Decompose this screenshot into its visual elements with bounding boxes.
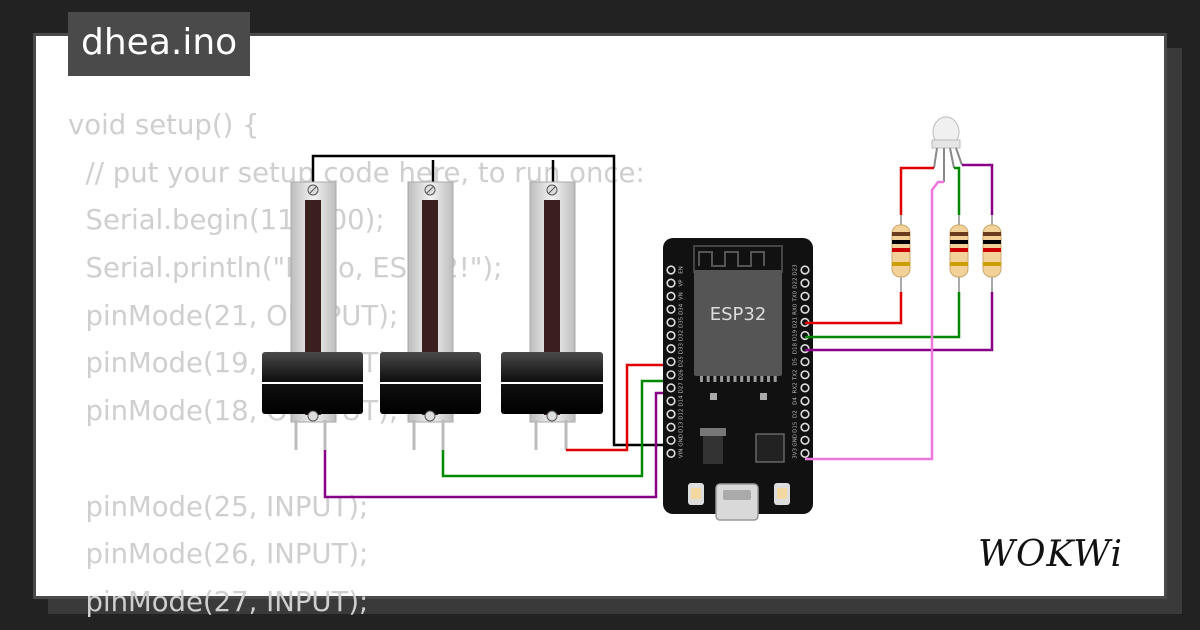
pin-left[interactable] [666, 265, 676, 275]
resistor-blue[interactable] [982, 215, 1002, 292]
pin-right[interactable] [800, 396, 810, 406]
pin-label-right: D4 [793, 397, 799, 405]
pin-label-right: D5 [793, 357, 799, 365]
esp32-board[interactable]: ESP32 ENVPVND34D35D32D33D25D26D27D14D12D… [663, 238, 813, 521]
resistor-red[interactable] [891, 215, 911, 292]
pin-label-left: D12 [679, 408, 685, 419]
pin-left[interactable] [666, 409, 676, 419]
pin-label-left: EN [679, 266, 685, 274]
pin-left[interactable] [666, 396, 676, 406]
slide-potentiometer-1[interactable] [262, 181, 363, 450]
chip-pin [733, 376, 737, 382]
chip-pin [760, 376, 764, 382]
code-line: pinMode(25, INPUT); [68, 490, 369, 523]
pin-right[interactable] [800, 291, 810, 301]
pin-right[interactable] [800, 422, 810, 432]
pin-left[interactable] [666, 370, 676, 380]
pin-label-left: VN [679, 292, 685, 300]
pin-left[interactable] [666, 291, 676, 301]
pin-right[interactable] [800, 265, 810, 275]
pin-label-right: 3V3 [793, 448, 799, 459]
chip-pin [706, 376, 710, 382]
chip-pin [767, 376, 770, 382]
pin-left[interactable] [666, 330, 676, 341]
pin-label-right: D15 [793, 421, 799, 433]
pin-label-right: D22 [793, 277, 799, 288]
chip-pin [726, 376, 730, 382]
pin-label-left: D14 [679, 395, 685, 407]
pin-right[interactable] [800, 370, 810, 380]
pin-label-left: D33 [679, 342, 685, 354]
pin-label-right: D21 [793, 317, 799, 328]
pin-left[interactable] [666, 344, 676, 354]
pin-label-right: RX0 [793, 303, 799, 315]
wire-d21 [805, 292, 903, 325]
wire-led-red [899, 166, 934, 215]
pin-label-right: D23 [793, 264, 799, 276]
wire-slider3-signal [566, 363, 671, 452]
pin-label-left: VP [679, 279, 685, 287]
pin-label-right: GND [793, 434, 799, 447]
pin-right[interactable] [800, 357, 810, 367]
pin-left[interactable] [666, 357, 676, 367]
pin-label-right: D18 [793, 342, 799, 354]
pin-left[interactable] [666, 435, 676, 445]
pin-label-right: D2 [793, 410, 799, 418]
pin-left[interactable] [666, 448, 676, 459]
code-line: pinMode(26, INPUT); [68, 538, 369, 571]
pin-right[interactable] [800, 278, 810, 288]
simulation-canvas[interactable] [33, 33, 1167, 599]
chip-pin [753, 376, 757, 382]
pin-label-right: TX2 [793, 369, 799, 381]
slide-potentiometer-2[interactable] [380, 181, 481, 450]
pin-label-left: VIN [679, 449, 685, 459]
pin-label-left: D13 [679, 421, 685, 433]
chip-pin [713, 376, 717, 382]
pin-left[interactable] [666, 422, 676, 432]
pin-label-right: RX2 [793, 382, 799, 393]
code-line: pinMode(27, INPUT); [68, 585, 369, 618]
wire-d18 [805, 292, 994, 352]
pin-label-left: D35 [679, 316, 685, 328]
pin-label-left: D32 [679, 330, 685, 341]
pin-label-right: TX0 [793, 290, 799, 302]
chip-pin [746, 376, 750, 382]
pin-label-left: D25 [679, 356, 685, 368]
wokwi-logo: WOKWi [978, 534, 1123, 575]
svg-text:WOKWi: WOKWi [978, 534, 1123, 575]
chip-pin [720, 376, 724, 382]
chip-pin [773, 376, 777, 382]
wire-3v3 [805, 180, 944, 461]
wire-led-green [954, 166, 961, 215]
pin-label-right: D19 [793, 329, 799, 341]
resistor-green[interactable] [949, 215, 969, 292]
code-line: void setup() { [68, 109, 260, 141]
wire-gnd [311, 154, 671, 447]
pin-left[interactable] [666, 304, 676, 314]
pin-label-left: D27 [679, 382, 685, 394]
wire-d19 [805, 292, 961, 339]
pin-right[interactable] [800, 435, 810, 445]
pin-label-left: D26 [679, 369, 685, 381]
pin-right[interactable] [800, 383, 810, 393]
pin-label-left: D34 [679, 303, 685, 315]
pin-right[interactable] [800, 304, 810, 314]
wire-slider2-signal [441, 379, 671, 478]
pin-left[interactable] [666, 278, 676, 288]
chip-pin [700, 376, 703, 382]
pin-label-left: GND [679, 434, 685, 447]
slide-potentiometer-3[interactable] [501, 181, 603, 450]
pin-right[interactable] [800, 409, 810, 419]
pin-right[interactable] [800, 448, 810, 459]
pin-left[interactable] [666, 383, 676, 393]
pin-right[interactable] [800, 344, 810, 354]
board-label: ESP32 [710, 304, 767, 325]
project-filename[interactable]: dhea.ino [68, 12, 251, 76]
chip-pin [740, 376, 744, 382]
wire-slider1-signal [323, 391, 671, 499]
rgb-led[interactable] [931, 116, 963, 182]
wire-led-blue [962, 163, 994, 215]
pin-left[interactable] [666, 317, 676, 328]
